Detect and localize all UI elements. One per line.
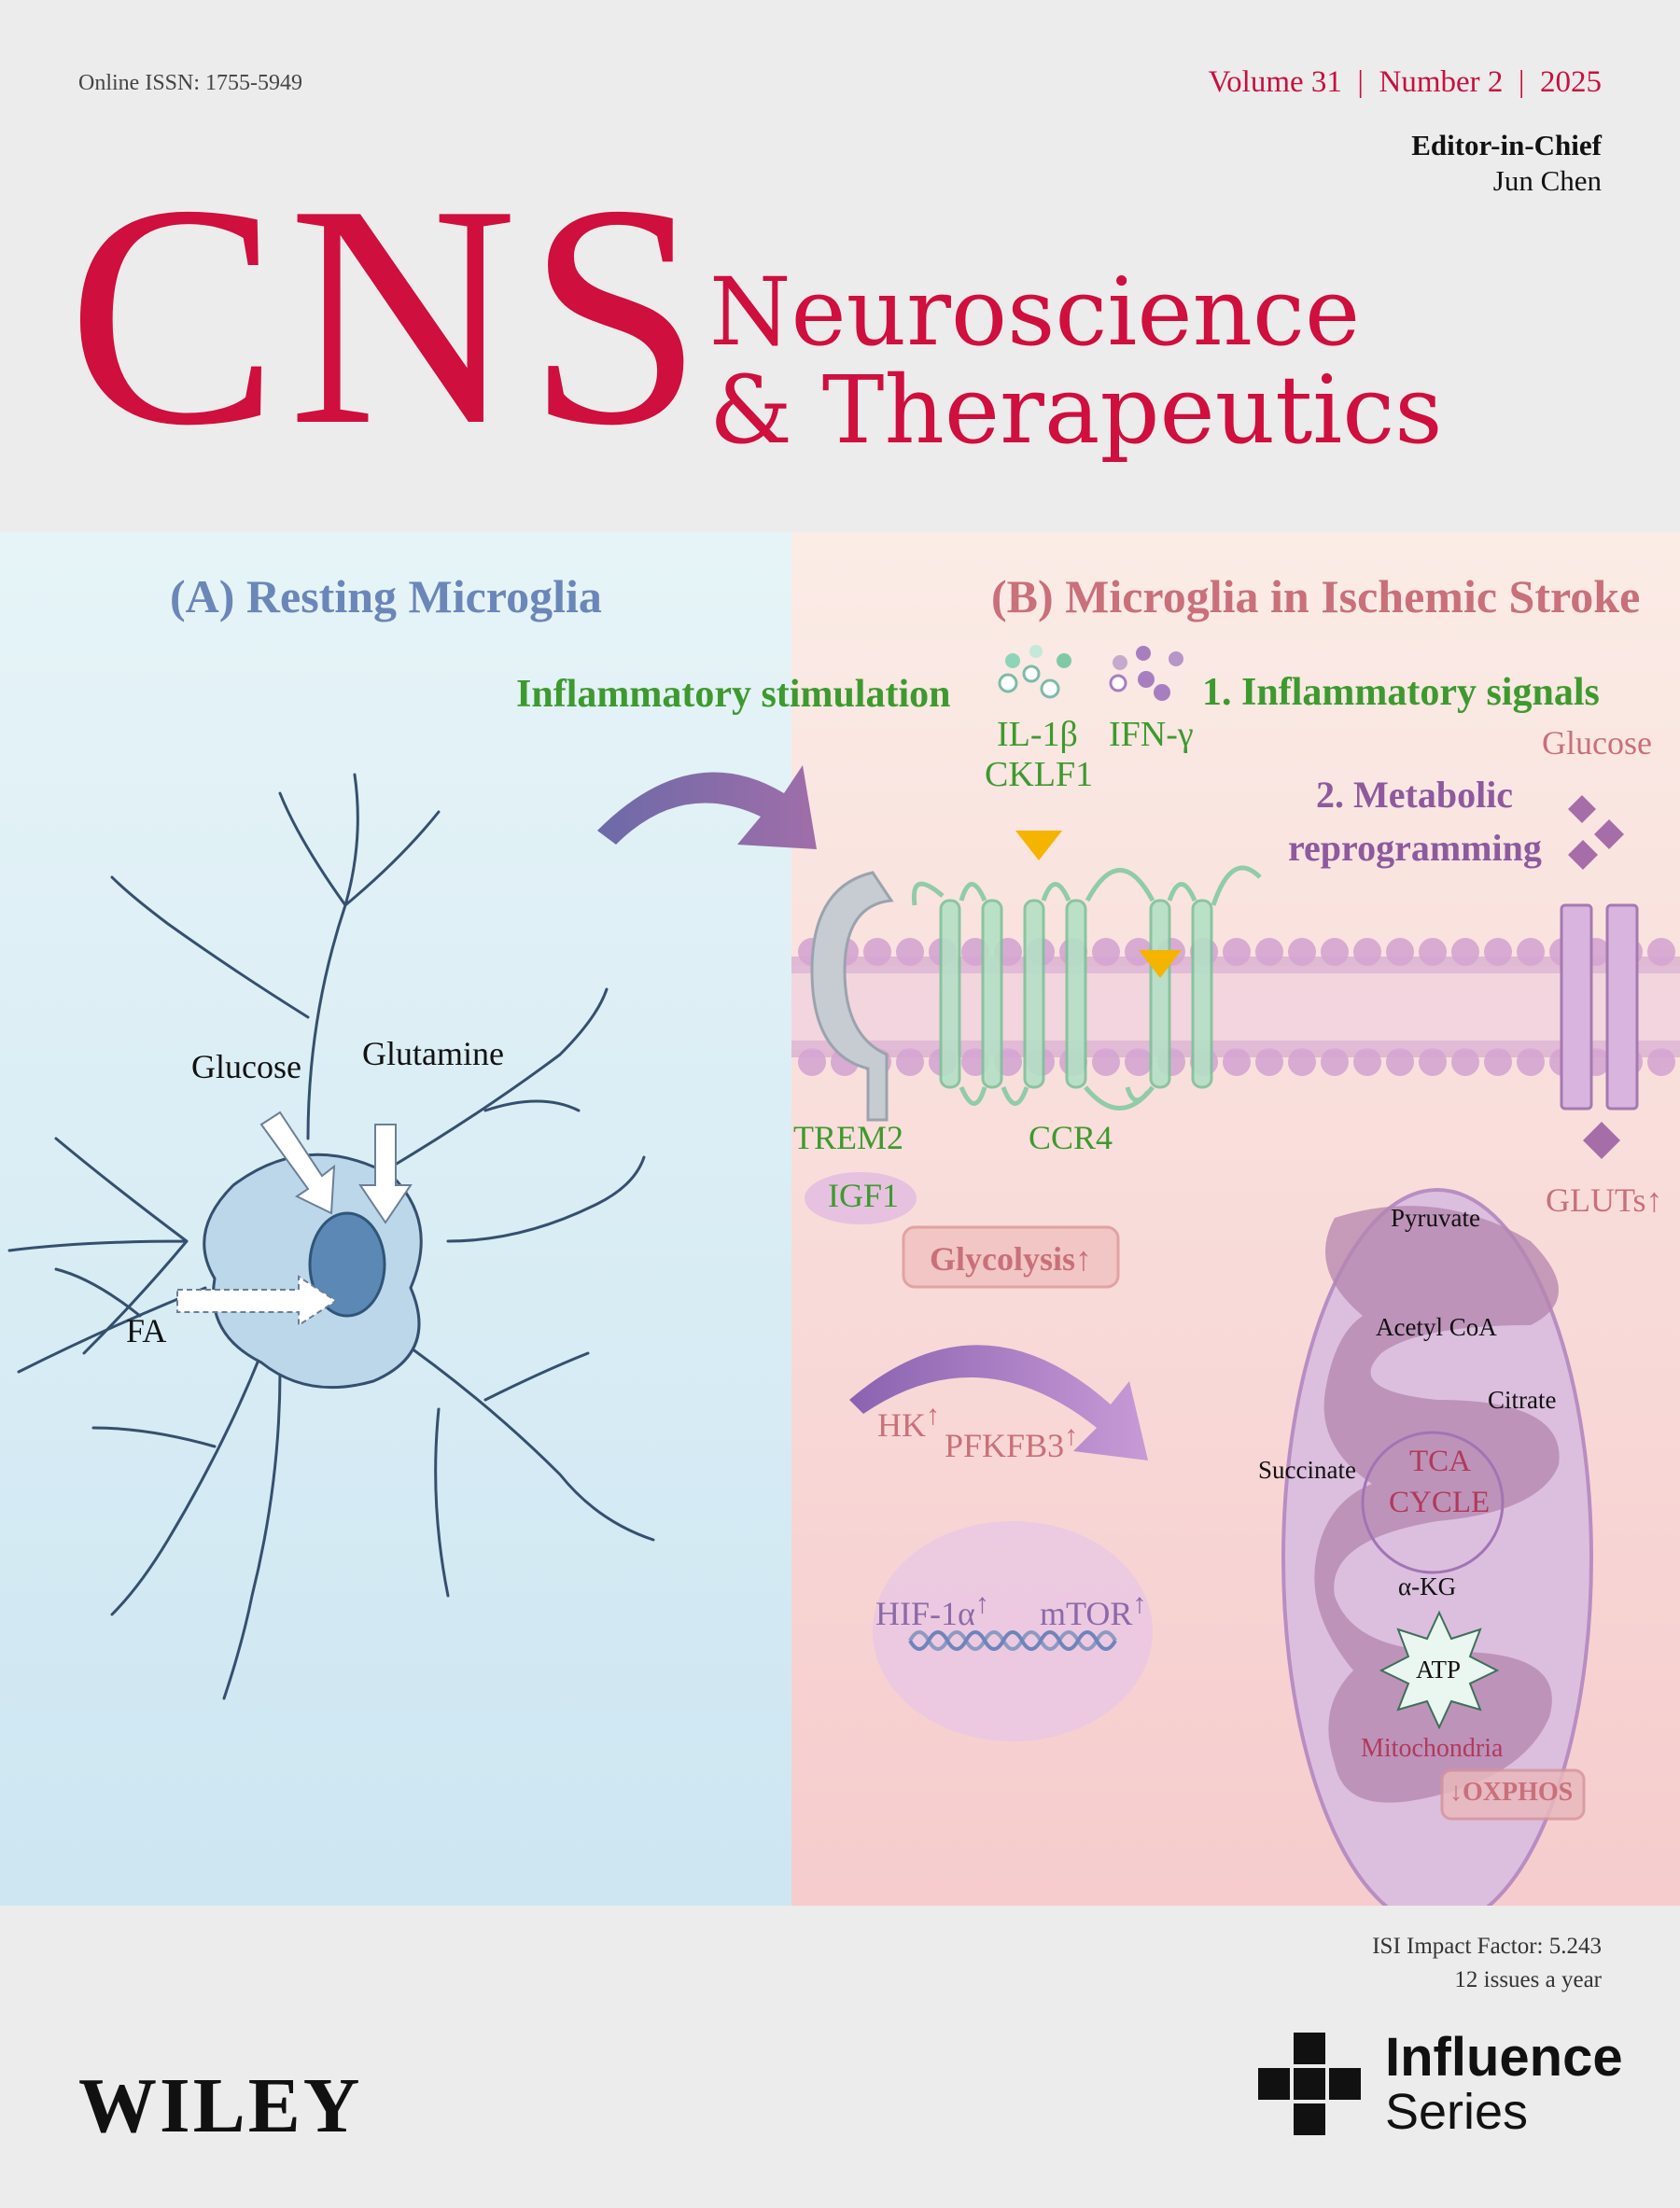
- microglia-cell-icon: [7, 773, 655, 1700]
- ligand-triangle-icon: [1015, 831, 1062, 860]
- microglia-nucleus: [308, 1211, 386, 1318]
- journal-title-line2: & Therapeutics: [709, 356, 1443, 465]
- label-glycolysis: Glycolysis↑: [930, 1240, 1093, 1278]
- label-mitochondria: Mitochondria: [1361, 1734, 1504, 1763]
- panel-a-title: (A) Resting Microglia: [170, 570, 602, 622]
- glycolysis-arrow-icon: [849, 1345, 1148, 1460]
- label-cycle: CYCLE: [1389, 1486, 1491, 1519]
- glucose-inside-icon: [1583, 1122, 1620, 1159]
- label-il1b: IL-1β: [997, 715, 1078, 754]
- label-acetyl-coa: Acetyl CoA: [1376, 1313, 1497, 1341]
- label-trem2: TREM2: [793, 1119, 904, 1156]
- inflammatory-arrow-icon: [597, 765, 817, 849]
- label-igf1: IGF1: [828, 1177, 900, 1214]
- ccr4-receptor-icon: [939, 899, 1213, 1089]
- label-metabolic-1: 2. Metabolic: [1316, 774, 1514, 816]
- label-cklf1: CKLF1: [985, 755, 1094, 794]
- igf1-badge: [805, 1172, 917, 1224]
- label-succinate: Succinate: [1258, 1456, 1356, 1484]
- label-gluts: GLUTs↑: [1546, 1181, 1663, 1219]
- issn-text: Online ISSN: 1755-5949: [78, 71, 302, 95]
- label-mtor: mTOR↑: [1040, 1588, 1147, 1632]
- label-oxphos: ↓OXPHOS: [1449, 1778, 1574, 1807]
- glucose-molecules-icon: [1568, 795, 1624, 1159]
- label-ifng: IFN-γ: [1109, 715, 1194, 754]
- label-inflammatory-signals: 1. Inflammatory signals: [1202, 671, 1600, 714]
- il1b-molecules-icon: [998, 645, 1071, 699]
- ccr4-loops: [911, 865, 1262, 1111]
- publisher-logo-wiley: WILEY: [78, 2062, 363, 2149]
- label-citrate: Citrate: [1488, 1386, 1557, 1414]
- label-akg: α-KG: [1398, 1572, 1457, 1600]
- uptake-arrows: [176, 1111, 413, 1327]
- glucose-arrow-icon: [259, 1111, 336, 1215]
- dna-helix-icon: [908, 1630, 1117, 1651]
- label-pyruvate: Pyruvate: [1391, 1204, 1480, 1232]
- label-hif1a: HIF-1α↑: [875, 1588, 989, 1632]
- ligand-triangle-icon-2: [1139, 950, 1182, 978]
- label-atp: ATP: [1416, 1656, 1462, 1684]
- journal-title-line1: Neuroscience: [709, 258, 1361, 367]
- tca-cycle-ring: [1361, 1431, 1505, 1574]
- illustration-graphics: [7, 645, 1680, 1906]
- label-pfkfb3: PFKFB3↑: [945, 1420, 1079, 1464]
- label-ccr4: CCR4: [1029, 1119, 1113, 1156]
- oxphos-badge: [1440, 1768, 1586, 1821]
- fa-arrow-icon: [176, 1275, 338, 1327]
- mitochondrion-cristae: [1314, 1206, 1560, 1803]
- label-tca: TCA: [1409, 1445, 1471, 1478]
- impact-factor-text: ISI Impact Factor: 5.243: [1372, 1934, 1602, 1959]
- issues-per-year-text: 12 issues a year: [1454, 1967, 1602, 1992]
- glutamine-arrow-icon: [358, 1124, 413, 1224]
- label-hk: HK↑: [877, 1400, 940, 1444]
- influence-series-cross-icon: [1258, 2033, 1361, 2135]
- panel-b-title: (B) Microglia in Ischemic Stroke: [991, 570, 1641, 622]
- glut-transporter-icon: [1560, 903, 1639, 1111]
- editor-in-chief-name: Jun Chen: [1492, 164, 1602, 197]
- label-glucose-b: Glucose: [1542, 724, 1652, 762]
- volume-issue-line: Volume 31 | Number 2 | 2025: [1208, 65, 1602, 99]
- glycolysis-badge: [902, 1225, 1120, 1289]
- label-inflammatory-stimulation: Inflammatory stimulation: [516, 673, 951, 716]
- journal-logo-cns: CNS: [67, 139, 713, 491]
- series-name-line1: Influence: [1385, 2027, 1623, 2088]
- ifng-molecules-icon: [1109, 646, 1183, 701]
- label-metabolic-2: reprogramming: [1288, 827, 1542, 869]
- label-glucose-a: Glucose: [191, 1048, 301, 1085]
- label-fa: FA: [126, 1312, 167, 1349]
- cover-illustration: (A) Resting Microglia Glucose Glutamine …: [0, 532, 1680, 1906]
- editor-in-chief-label: Editor-in-Chief: [1411, 129, 1602, 161]
- atp-star-icon: [1379, 1610, 1500, 1730]
- label-glutamine: Glutamine: [362, 1035, 504, 1072]
- series-name-line2: Series: [1385, 2084, 1529, 2140]
- trem2-receptor-icon: [810, 871, 894, 1122]
